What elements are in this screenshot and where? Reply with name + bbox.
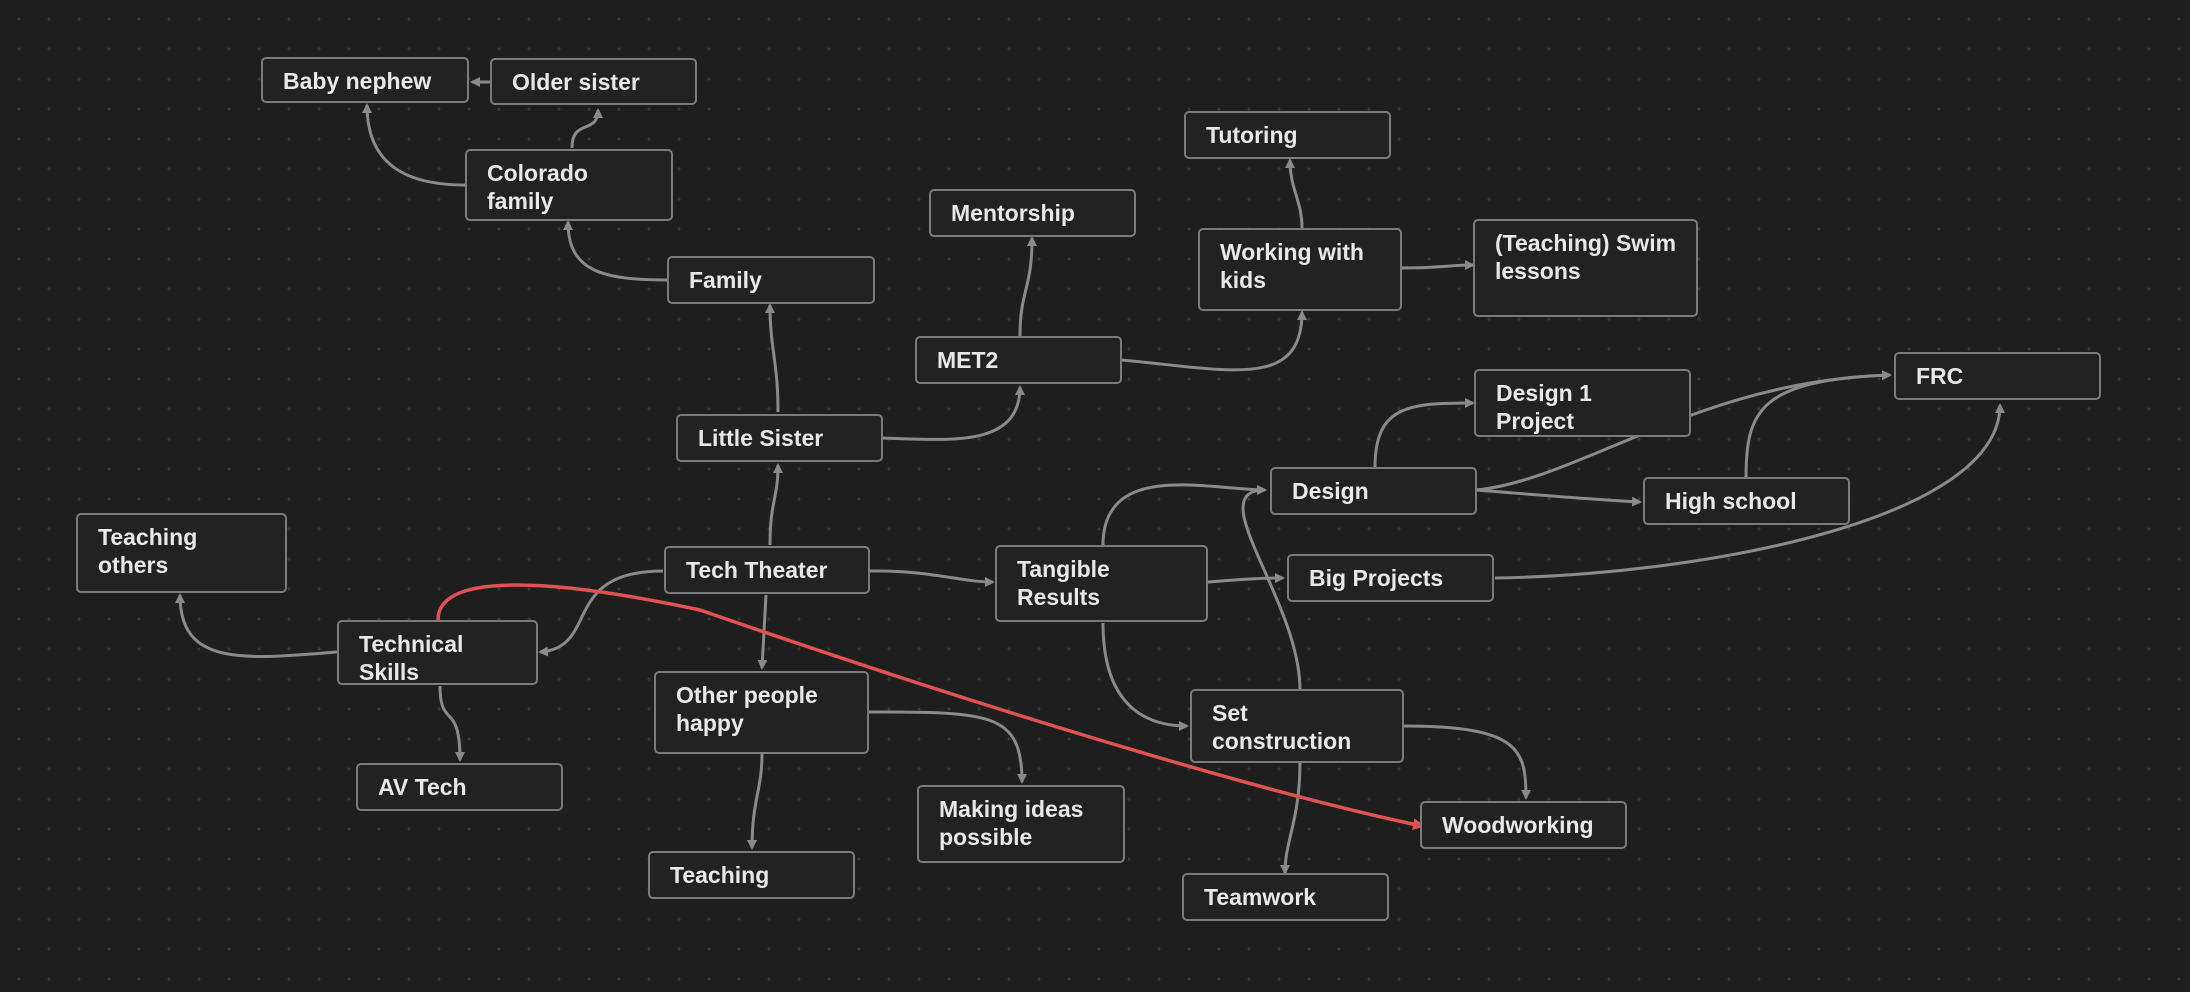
node-baby-nephew[interactable]: Baby nephew — [261, 57, 469, 103]
edge-design-to-design1 — [1373, 398, 1475, 468]
edge-met2-to-mentorship — [1018, 236, 1037, 337]
node-label: Baby nephew — [283, 68, 432, 94]
node-other-people-happy[interactable]: Other people happy — [654, 671, 869, 754]
node-tangible-results[interactable]: Tangible Results — [995, 545, 1208, 622]
node-label: Big Projects — [1309, 565, 1444, 591]
node-label: FRC — [1916, 363, 1964, 389]
node-tutoring[interactable]: Tutoring — [1184, 111, 1391, 159]
edge-tangible-to-design — [1101, 483, 1267, 546]
node-label: Older sister — [512, 69, 640, 95]
edge-tech-theater-to-little-sister — [768, 463, 783, 546]
node-little-sister[interactable]: Little Sister — [676, 414, 883, 462]
edge-colorado-to-older-sister — [570, 108, 603, 149]
node-teamwork[interactable]: Teamwork — [1182, 873, 1389, 921]
node-label: Teaching others — [98, 524, 198, 578]
node-design-1-project[interactable]: Design 1 Project — [1474, 369, 1691, 437]
node-label: Colorado family — [487, 160, 588, 214]
edge-family-to-colorado — [563, 220, 668, 282]
edge-tangible-to-set-construction — [1101, 622, 1189, 731]
edge-met2-to-working — [1121, 310, 1307, 372]
node-label: Teamwork — [1204, 884, 1317, 910]
node-label: MET2 — [937, 347, 999, 373]
node-av-tech[interactable]: AV Tech — [356, 763, 563, 811]
edge-set-construction-to-design — [1241, 485, 1302, 691]
node-swim-lessons[interactable]: (Teaching) Swim lessons — [1473, 219, 1698, 317]
node-making-ideas-possible[interactable]: Making ideas possible — [917, 785, 1125, 863]
edge-other-people-to-making-ideas — [867, 710, 1027, 784]
node-label: Woodworking — [1442, 812, 1594, 838]
node-label: Technical Skills — [359, 631, 464, 685]
node-colorado-family[interactable]: Colorado family — [465, 149, 673, 221]
edge-tech-theater-to-technical-skills — [538, 569, 664, 657]
node-woodworking[interactable]: Woodworking — [1420, 801, 1627, 849]
node-label: High school — [1665, 488, 1797, 514]
edge-design-to-high-school — [1475, 488, 1642, 507]
node-teaching[interactable]: Teaching — [648, 851, 855, 899]
edge-big-projects-to-frc — [1494, 403, 2005, 580]
node-label: Tech Theater — [686, 557, 828, 583]
node-big-projects[interactable]: Big Projects — [1287, 554, 1494, 602]
node-label: Working with kids — [1220, 239, 1364, 293]
node-frc[interactable]: FRC — [1894, 352, 2101, 400]
node-working-with-kids[interactable]: Working with kids — [1198, 228, 1402, 311]
node-met2[interactable]: MET2 — [915, 336, 1122, 384]
node-design[interactable]: Design — [1270, 467, 1477, 515]
node-label: Making ideas possible — [939, 796, 1084, 850]
edge-set-construction-to-teamwork — [1280, 761, 1302, 875]
node-label: Little Sister — [698, 425, 824, 451]
edge-other-people-to-teaching — [747, 753, 764, 850]
node-label: (Teaching) Swim lessons — [1495, 230, 1677, 284]
edge-highlight-technical-skills-to-woodworking — [436, 583, 1425, 831]
node-label: Design 1 Project — [1496, 380, 1592, 434]
node-family[interactable]: Family — [667, 256, 875, 304]
node-label: AV Tech — [378, 774, 467, 800]
edge-colorado-to-baby-nephew — [362, 103, 466, 187]
node-label: Teaching — [670, 862, 770, 888]
edge-technical-skills-to-teaching-others — [175, 593, 338, 658]
edge-working-to-swim — [1401, 260, 1475, 271]
edge-working-to-tutoring — [1285, 158, 1304, 229]
node-label: Family — [689, 267, 762, 293]
node-label: Tutoring — [1206, 122, 1298, 148]
node-label: Tangible Results — [1017, 556, 1110, 610]
node-set-construction[interactable]: Set construction — [1190, 689, 1404, 763]
edge-high-school-to-frc — [1744, 370, 1892, 479]
node-label: Set construction — [1212, 700, 1352, 754]
node-label: Mentorship — [951, 200, 1075, 226]
node-older-sister[interactable]: Older sister — [490, 58, 697, 105]
edge-technical-skills-to-av-tech — [438, 685, 465, 762]
node-teaching-others[interactable]: Teaching others — [76, 513, 287, 593]
node-label: Design — [1292, 478, 1369, 504]
edge-little-sister-to-met2 — [882, 385, 1025, 441]
edge-little-sister-to-family — [765, 303, 780, 413]
node-technical-skills[interactable]: Technical Skills — [337, 620, 538, 685]
node-high-school[interactable]: High school — [1643, 477, 1850, 525]
edge-set-construction-to-woodworking — [1403, 724, 1531, 800]
edge-tangible-to-big-projects — [1207, 573, 1285, 584]
node-mentorship[interactable]: Mentorship — [929, 189, 1136, 237]
node-label: Other people happy — [676, 682, 818, 736]
node-tech-theater[interactable]: Tech Theater — [664, 546, 870, 594]
edge-tech-theater-to-tangible — [869, 569, 995, 587]
